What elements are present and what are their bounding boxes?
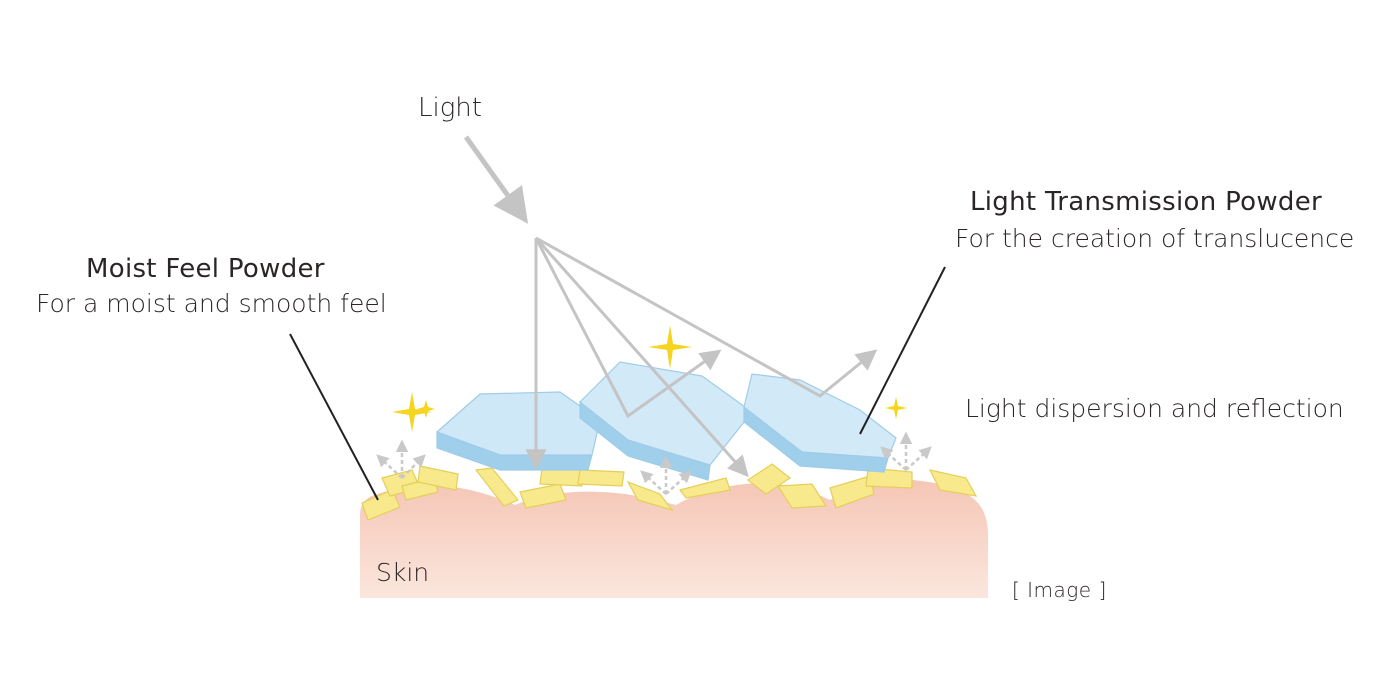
scatter-arrows — [376, 431, 932, 495]
blue-plate-left — [435, 391, 601, 471]
sparkle-icon — [392, 392, 432, 432]
skin-layer — [360, 479, 988, 598]
ltp-leader-line — [859, 266, 946, 435]
sparkle-icon — [417, 400, 435, 418]
moist-feel-powder-flakes — [361, 463, 978, 521]
incoming-light-arrow — [463, 135, 529, 224]
light-transmission-powder-subtitle: For the creation of translucence — [955, 224, 1355, 253]
moist-feel-powder-title: Moist Feel Powder — [86, 254, 325, 284]
dispersion-label: Light dispersion and reflection — [965, 394, 1344, 423]
blue-plate-right — [743, 373, 897, 473]
sparkle-icon — [648, 325, 692, 369]
light-rays — [525, 236, 878, 478]
moist-feel-powder-subtitle: For a moist and smooth feel — [36, 289, 387, 318]
light-label: Light — [418, 93, 482, 123]
skin-label: Skin — [376, 558, 430, 587]
sparkle-icons — [392, 325, 907, 432]
light-transmission-powder-title: Light Transmission Powder — [970, 187, 1322, 217]
sparkle-icon — [885, 397, 907, 419]
image-note: [ Image ] — [1012, 578, 1107, 602]
light-transmission-powder-plates — [435, 361, 897, 481]
moist-leader-line — [289, 333, 379, 501]
blue-plate-middle — [579, 361, 753, 481]
